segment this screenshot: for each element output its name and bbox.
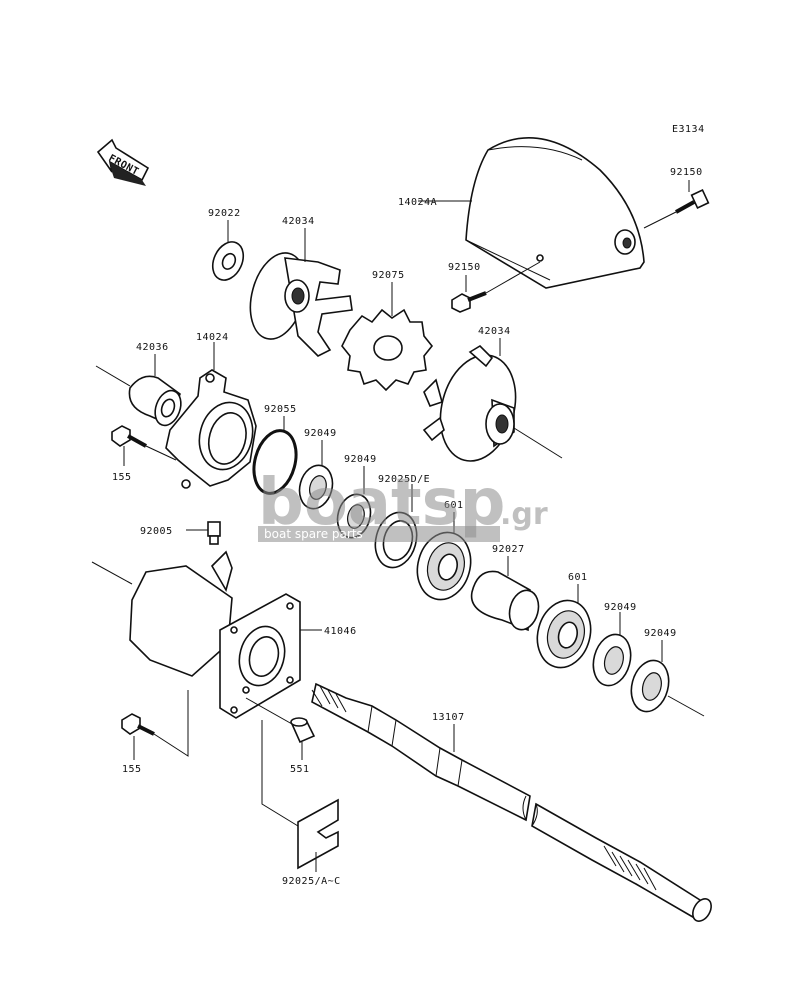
label-155-lower: 155 xyxy=(122,764,142,775)
shim-92025-ac xyxy=(261,720,339,872)
o-ring-92055 xyxy=(252,416,298,495)
label-92027: 92027 xyxy=(492,544,525,555)
label-92049-d: 92049 xyxy=(644,628,677,639)
label-601-upper: 601 xyxy=(444,500,464,511)
label-14024: 14024 xyxy=(196,332,229,343)
grease-nipple-92005 xyxy=(186,521,221,545)
watermark-suffix: .gr xyxy=(500,497,548,532)
bolt-92150-right xyxy=(643,180,710,229)
bolt-155-upper xyxy=(111,425,177,466)
label-155-upper: 155 xyxy=(112,472,132,483)
label-41046: 41046 xyxy=(324,626,357,637)
washer-92022 xyxy=(211,220,245,281)
watermark-tagline: boat spare parts xyxy=(264,527,363,541)
coupling-42034-lower xyxy=(422,338,563,462)
seal-92049-a xyxy=(298,440,334,510)
seal-92049-d xyxy=(630,640,705,717)
label-14024a: 14024A xyxy=(398,197,437,208)
diagram-code: E3134 xyxy=(672,124,705,135)
housing-14024 xyxy=(165,342,257,489)
label-551: 551 xyxy=(290,764,310,775)
bolt-155-lower xyxy=(121,690,189,760)
label-92049-b: 92049 xyxy=(344,454,377,465)
bearing-601-lower xyxy=(536,584,592,669)
bearing-housing-41046 xyxy=(91,550,322,719)
label-42036: 42036 xyxy=(136,342,169,353)
seal-92049-c xyxy=(592,612,632,687)
label-92025-ac: 92025/A~C xyxy=(282,876,341,887)
watermark: boatsp .gr boat spare parts xyxy=(258,466,548,542)
front-arrow-icon: FRONT xyxy=(96,138,150,186)
label-92049-a: 92049 xyxy=(304,428,337,439)
label-92049-c: 92049 xyxy=(604,602,637,613)
collar-42036 xyxy=(95,354,182,427)
dowel-pin-551 xyxy=(245,697,316,760)
label-42034-lower: 42034 xyxy=(478,326,511,337)
label-92150-right: 92150 xyxy=(670,167,703,178)
label-42034-upper: 42034 xyxy=(282,216,315,227)
spacer-92027 xyxy=(470,556,540,632)
label-92075: 92075 xyxy=(372,270,405,281)
label-92055: 92055 xyxy=(264,404,297,415)
label-13107: 13107 xyxy=(432,712,465,723)
damper-92075 xyxy=(341,282,434,392)
cover-14024a xyxy=(418,137,645,289)
label-92150-middle: 92150 xyxy=(448,262,481,273)
label-601-lower: 601 xyxy=(568,572,588,583)
coupling-42034-upper xyxy=(249,228,353,357)
drive-shaft-13107 xyxy=(311,682,712,922)
bolt-92150-middle xyxy=(451,261,541,313)
label-92025de: 92025D/E xyxy=(378,474,430,485)
label-92005: 92005 xyxy=(140,526,173,537)
label-92022: 92022 xyxy=(208,208,241,219)
